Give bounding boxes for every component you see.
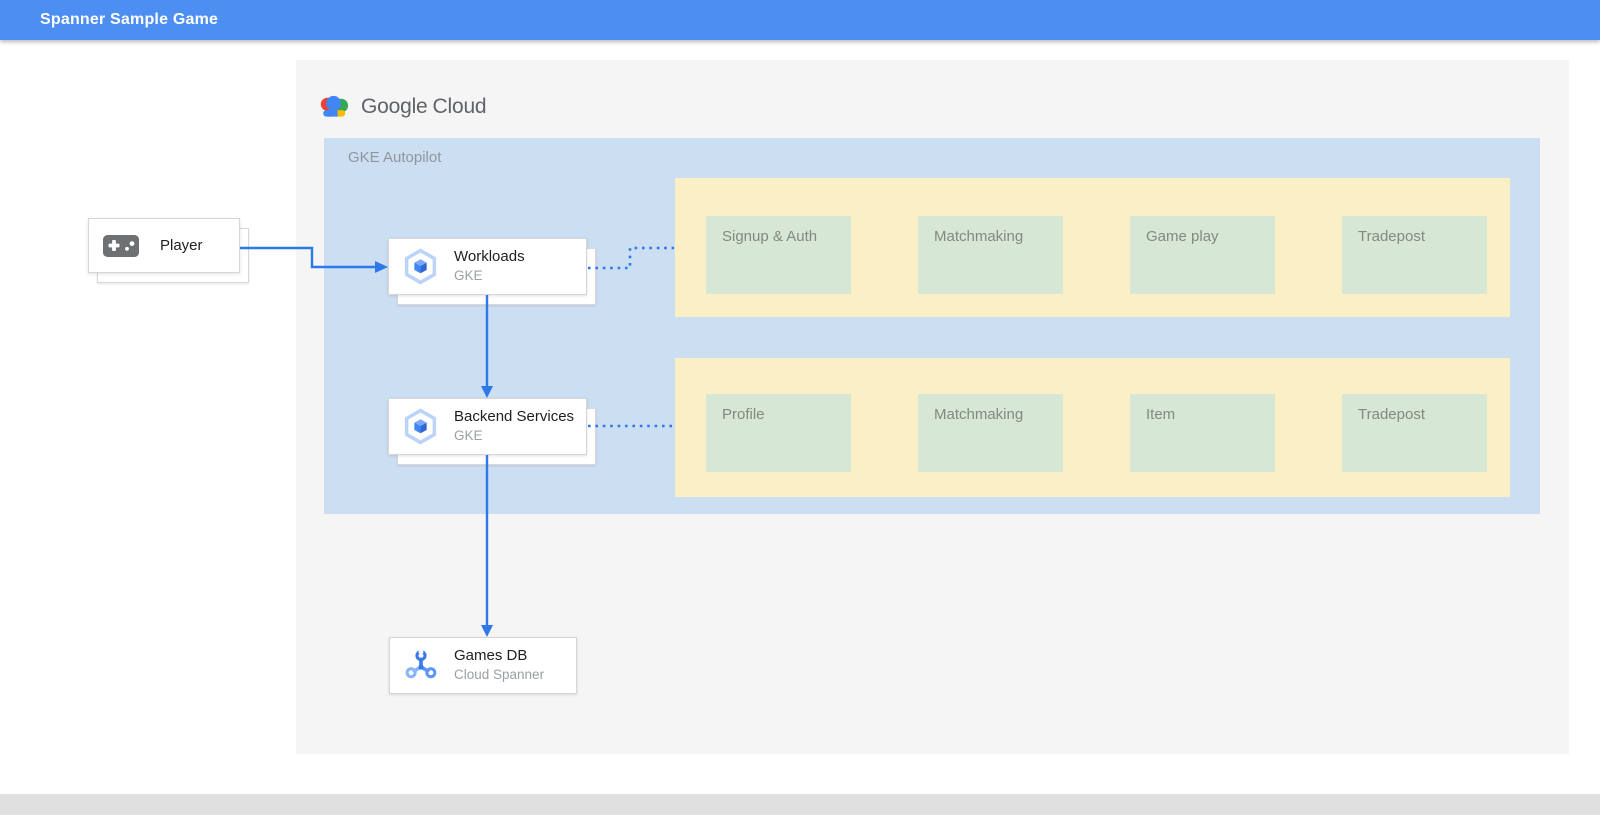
gamepad-icon [102,233,140,259]
node-subtitle: GKE [454,428,483,444]
google-cloud-logo-icon [316,92,352,121]
service-box-profile: Profile [706,394,851,472]
gke-autopilot-label: GKE Autopilot [348,149,442,166]
service-label: Item [1146,406,1176,423]
spanner-icon [403,648,439,684]
service-box-tradepost-2: Tradepost [1342,394,1487,472]
service-box-matchmaking-2: Matchmaking [918,394,1063,472]
node-title: Games DB [454,647,528,665]
node-subtitle: GKE [454,268,483,284]
backend-services-node: Backend Services GKE [388,398,596,465]
service-label: Tradepost [1358,406,1425,423]
gke-autopilot-zone: GKE Autopilot Signup & Auth Matchmaking … [324,138,1540,514]
node-title: Workloads [454,248,525,266]
page-title: Spanner Sample Game [40,11,219,28]
games-db-node: Games DB Cloud Spanner [389,637,577,694]
service-box-game-play: Game play [1130,216,1275,294]
service-label: Profile [722,406,765,423]
workloads-service-group: Signup & Auth Matchmaking Game play Trad… [675,178,1510,317]
app-header: Spanner Sample Game [0,0,1600,40]
gke-icon [402,408,439,445]
workloads-node: Workloads GKE [388,238,596,305]
service-label: Tradepost [1358,228,1425,245]
service-label: Game play [1146,228,1219,245]
service-label: Matchmaking [934,228,1024,245]
node-title: Backend Services [454,408,575,426]
service-box-item: Item [1130,394,1275,472]
service-box-tradepost: Tradepost [1342,216,1487,294]
node-subtitle: Cloud Spanner [454,667,545,683]
service-box-signup-auth: Signup & Auth [706,216,851,294]
player-label: Player [160,237,203,254]
gke-icon [402,248,439,285]
service-label: Signup & Auth [722,228,818,245]
player-node: Player [88,218,249,283]
footer-strip [0,794,1600,815]
backend-service-group: Profile Matchmaking Item Tradepost [675,358,1510,497]
service-box-matchmaking: Matchmaking [918,216,1063,294]
service-label: Matchmaking [934,406,1024,423]
